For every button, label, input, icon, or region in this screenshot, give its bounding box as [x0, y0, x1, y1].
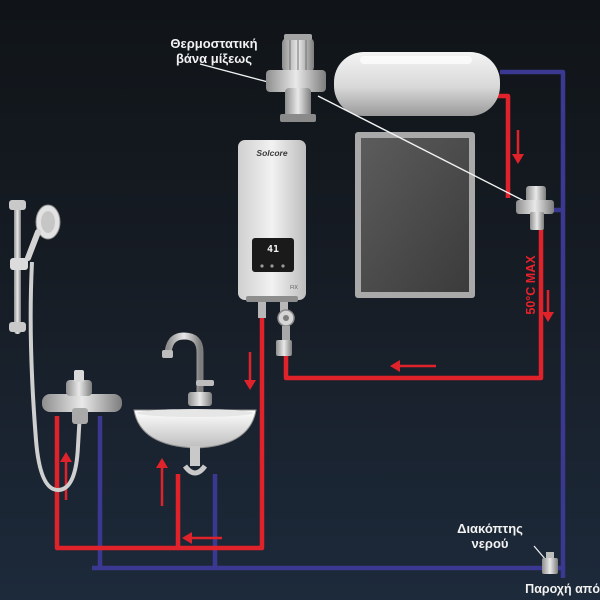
- arrow-up-shower: [60, 452, 72, 500]
- shower-hose: [28, 261, 82, 493]
- instant-water-heater: [238, 140, 306, 356]
- shower-mixer-icon: [42, 370, 122, 424]
- heater-to-fixtures: [54, 316, 265, 551]
- storage-tank: [334, 52, 500, 116]
- valve-pointer-lines: [199, 63, 535, 207]
- temperature-limit-text: 50°C MAX: [524, 255, 538, 315]
- tank-to-solar-valve: [496, 93, 511, 198]
- hot-water-pipes: [54, 93, 544, 551]
- solar-valve-to-heater: [283, 228, 544, 381]
- arrow-left-return: [390, 360, 436, 372]
- thermostatic-mixing-valve-icon: [266, 34, 326, 122]
- shutoff-label: Διακόπτης νερού: [448, 521, 532, 551]
- heater-brand: Solcore: [256, 148, 288, 158]
- heater-model: FIX: [290, 285, 298, 291]
- arrow-left-bottom: [182, 532, 222, 544]
- flow-arrows: [60, 130, 554, 544]
- arrow-down-heater: [244, 352, 256, 390]
- arrow-up-sink: [156, 458, 168, 506]
- solar-mixing-valve-icon: [516, 186, 554, 230]
- shower: [9, 200, 122, 493]
- heater-display-reading: 41: [266, 244, 280, 255]
- shower-head-icon: [25, 204, 61, 261]
- water-supply-label: Παροχή από: [525, 582, 600, 596]
- shutoff-label-line2: νερού: [471, 536, 509, 551]
- shutoff-label-line1: Διακόπτης: [457, 521, 523, 536]
- mixing-valve-label-line2: βάνα μίξεως: [175, 51, 253, 66]
- faucet-icon: [164, 332, 204, 396]
- solar-panel: [355, 132, 475, 298]
- mixing-valve-label: Θερμοστατική βάνα μίξεως: [150, 36, 278, 66]
- arrow-down-tank: [512, 130, 524, 164]
- shutoff-valve-icon: [533, 545, 558, 574]
- mixing-valve-label-line1: Θερμοστατική: [170, 36, 258, 51]
- cold-supply-riser: [500, 69, 566, 578]
- cold-water-pipes: [92, 69, 566, 578]
- sink: [133, 332, 257, 476]
- arrow-down-solar: [542, 290, 554, 322]
